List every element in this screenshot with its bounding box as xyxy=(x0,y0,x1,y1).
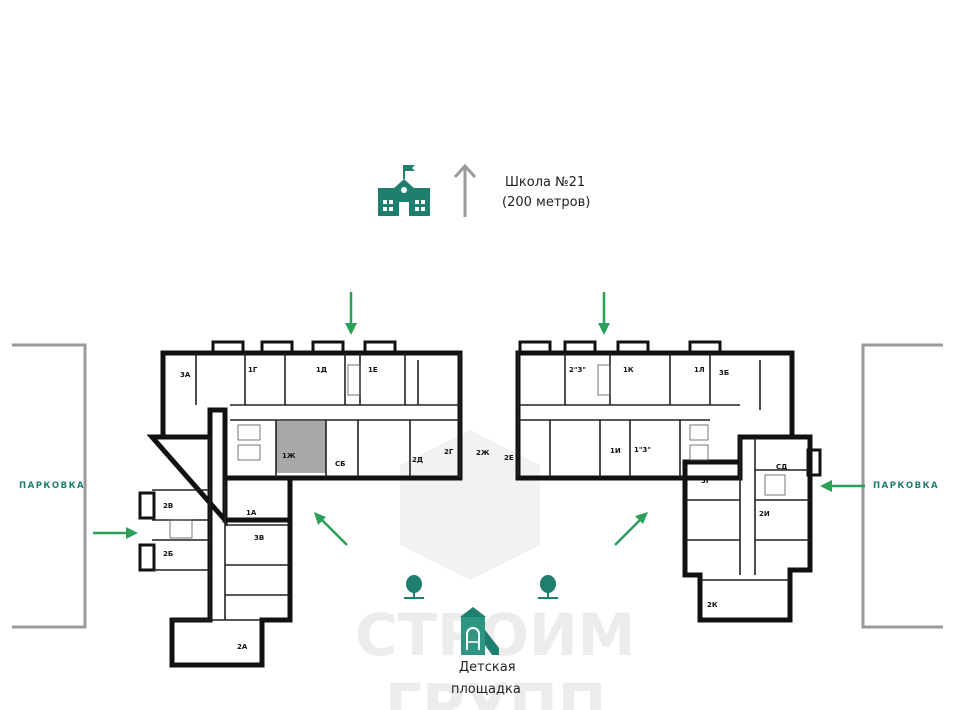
unit-1k[interactable]: 1К xyxy=(623,366,634,374)
unit-1a[interactable]: 1А xyxy=(246,509,257,517)
parking-left-bracket xyxy=(12,343,87,629)
unit-2g[interactable]: 2Г xyxy=(444,448,454,456)
unit-2zh[interactable]: 2Ж xyxy=(476,449,490,457)
unit-2-3[interactable]: 2"3" xyxy=(569,366,586,374)
unit-3b[interactable]: 3Б xyxy=(719,369,729,377)
unit-3v[interactable]: 3В xyxy=(254,534,264,542)
tree-icon xyxy=(404,575,424,599)
unit-1d[interactable]: 1Д xyxy=(316,366,327,374)
tree-icon xyxy=(538,575,558,599)
unit-1l[interactable]: 1Л xyxy=(694,366,705,374)
parking-right-label: ПАРКОВКА xyxy=(873,481,939,491)
svg-text:СТРОИМ: СТРОИМ xyxy=(355,601,635,669)
unit-1-3[interactable]: 1"3" xyxy=(634,446,651,454)
unit-1g[interactable]: 1Г xyxy=(248,366,258,374)
school-title: Школа №21 xyxy=(505,175,585,190)
unit-3a[interactable]: 3А xyxy=(180,371,191,379)
arrow-right-icon xyxy=(93,527,138,539)
unit-3g[interactable]: 3Г xyxy=(701,477,711,485)
highlighted-apartment[interactable] xyxy=(276,421,326,473)
playground-label-line2: площадка xyxy=(451,682,521,697)
unit-2e[interactable]: 2Е xyxy=(504,454,514,462)
school-icon xyxy=(378,165,430,216)
parking-left-label: ПАРКОВКА xyxy=(19,481,85,491)
unit-2a[interactable]: 2А xyxy=(237,643,248,651)
unit-2d[interactable]: 2Д xyxy=(412,456,423,464)
arrow-down-icon xyxy=(345,292,357,335)
unit-1e[interactable]: 1Е xyxy=(368,366,378,374)
playground-label-line1: Детская xyxy=(459,660,516,675)
watermark: СТРОИМ ГРУПП xyxy=(355,430,635,710)
arrow-diagonal-icon xyxy=(614,512,648,546)
arrow-down-icon xyxy=(598,292,610,335)
unit-2v[interactable]: 2В xyxy=(163,502,173,510)
unit-2b[interactable]: 2Б xyxy=(163,550,173,558)
unit-sb[interactable]: СБ xyxy=(335,460,345,468)
school-distance: (200 метров) xyxy=(502,195,590,210)
arrow-up-icon xyxy=(453,163,477,217)
unit-1zh[interactable]: 1Ж xyxy=(282,452,296,460)
entrance-arrows xyxy=(93,292,865,546)
unit-2k[interactable]: 2К xyxy=(707,601,718,609)
arrow-diagonal-icon xyxy=(314,512,348,546)
playground-icon xyxy=(460,607,499,655)
unit-labels: 3А 1Г 1Д 1Е 1Ж СБ 2Д 2Г 2Ж 2Е 2"3" 1К 1Л… xyxy=(163,366,787,651)
building-floor-plan xyxy=(138,340,822,668)
unit-2i[interactable]: 2И xyxy=(759,510,770,518)
arrow-left-icon xyxy=(820,480,865,492)
unit-1i[interactable]: 1И xyxy=(610,447,621,455)
unit-sd[interactable]: СД xyxy=(776,463,787,471)
svg-text:ГРУПП: ГРУПП xyxy=(385,671,606,710)
